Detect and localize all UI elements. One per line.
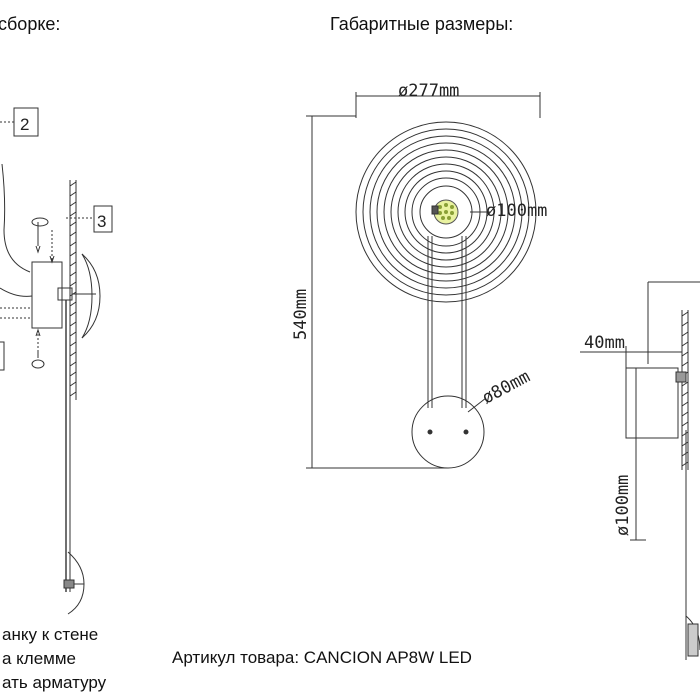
callout-box-3 [93, 205, 113, 233]
instruction-line-1: анку к стене [2, 625, 99, 644]
front-view [306, 92, 541, 469]
screw-upper [35, 222, 55, 264]
instruction-line-2: а клемме [2, 649, 77, 668]
concentric-rings [355, 121, 537, 303]
small-disc [411, 395, 485, 469]
dim-label-80: ø80mm [479, 367, 534, 409]
dim-label-40: 40mm [584, 333, 625, 353]
wire-lower [0, 287, 33, 297]
side-bracket [625, 367, 679, 439]
disc-profile-upper [81, 253, 101, 339]
side-wall-hatch [681, 311, 689, 467]
dim-label-100: ø100mm [486, 201, 547, 221]
article-number: Артикул товара: CANCION AP8W LED [172, 648, 472, 667]
mounting-bracket [31, 261, 63, 329]
side-view [580, 281, 700, 660]
wire [1, 163, 31, 273]
instruction-line-3: ать арматуру [2, 673, 107, 692]
dim-label-side-100: ø100mm [613, 475, 633, 536]
assembly-heading: сборке: [0, 14, 61, 34]
wall-hatch [69, 180, 77, 400]
callout-label-2: 2 [20, 115, 29, 134]
callout-label-3: 3 [97, 212, 106, 231]
screw-lower [35, 328, 41, 358]
dimensions-heading: Габаритные размеры: [330, 14, 514, 34]
callout-box-partial [0, 341, 5, 371]
assembly-view: 2 3 [0, 107, 113, 615]
dim-label-540: 540mm [291, 289, 311, 340]
dim-label-277: ø277mm [398, 81, 459, 101]
